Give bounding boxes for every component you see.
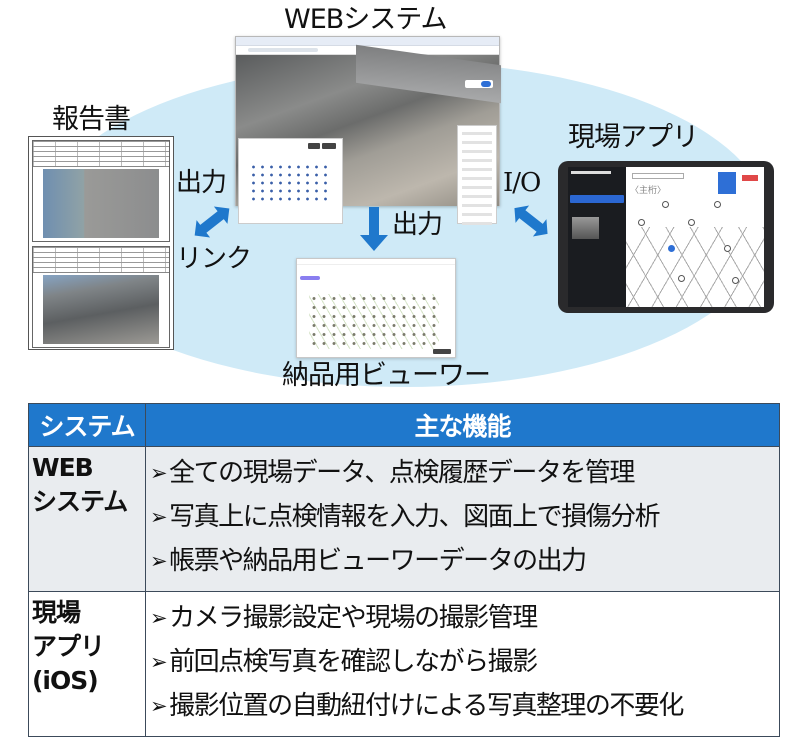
arrow-bullet-icon: ➢ — [150, 461, 168, 485]
table-row-web-system: WEB システム ➢全ての現場データ、点検履歴データを管理 ➢写真上に点検情報を… — [28, 446, 780, 592]
system-name-line: アプリ — [32, 632, 105, 661]
table-row-field-app: 現場 アプリ (iOS) ➢カメラ撮影設定や現場の撮影管理 ➢前回点検写真を確認… — [28, 591, 780, 737]
report-page-2 — [32, 246, 170, 348]
double-arrow-icon — [194, 206, 230, 238]
output-label-center: 出力 — [392, 210, 443, 240]
double-arrow-icon — [514, 205, 548, 237]
web-system-title: WEBシステム — [284, 4, 447, 35]
output-label-left: 出力 — [176, 168, 227, 198]
feature-item: ➢カメラ撮影設定や現場の撮影管理 — [150, 596, 779, 640]
feature-item: ➢帳票や納品用ビューワーデータの出力 — [150, 539, 779, 583]
blue-button-icon — [718, 172, 736, 194]
photo-thumbnail — [572, 217, 599, 239]
link-label-left: リンク — [176, 244, 252, 274]
feature-item: ➢撮影位置の自動紐付けによる写真整理の不要化 — [150, 684, 779, 728]
feature-item: ➢全ての現場データ、点検履歴データを管理 — [150, 451, 779, 495]
browser-tab-bar — [236, 37, 499, 46]
viewer-title: 納品用ビューワー — [282, 360, 491, 391]
system-name-line: WEB — [32, 453, 94, 482]
down-arrow-icon — [360, 207, 388, 251]
header-features: 主な機能 — [145, 403, 780, 447]
io-label-right: I/O — [503, 168, 541, 198]
arrow-bullet-icon: ➢ — [150, 505, 168, 529]
arrow-bullet-icon: ➢ — [150, 606, 168, 630]
system-diagram: WEBシステム 報告書 — [28, 4, 774, 391]
dropdown-icon — [632, 173, 684, 179]
system-name-line: システム — [32, 487, 128, 516]
features-cell: ➢カメラ撮影設定や現場の撮影管理 ➢前回点検写真を確認しながら撮影 ➢撮影位置の… — [145, 591, 780, 737]
feature-item: ➢写真上に点検情報を入力、図面上で損傷分析 — [150, 495, 779, 539]
tablet-device-image: 〈主桁〉 — [558, 161, 774, 313]
web-system-screenshot — [235, 36, 501, 225]
system-name-line: 現場 — [32, 598, 81, 627]
arrow-bullet-icon: ➢ — [150, 549, 168, 573]
main-girder-label: 〈主桁〉 — [630, 186, 667, 196]
tablet-sidebar — [568, 167, 626, 307]
arrow-bullet-icon: ➢ — [150, 650, 168, 674]
toggle-icon — [465, 80, 493, 88]
arrow-bullet-icon: ➢ — [150, 694, 168, 718]
system-name-cell: WEB システム — [28, 446, 146, 592]
system-name-cell: 現場 アプリ (iOS) — [28, 591, 146, 737]
features-cell: ➢全ての現場データ、点検履歴データを管理 ➢写真上に点検情報を入力、図面上で損傷… — [145, 446, 780, 592]
inspection-map-panel — [238, 138, 343, 224]
bridge-underside-photo — [236, 44, 501, 225]
function-table: システム 主な機能 WEB システム ➢全ての現場データ、点検履歴データを管理 … — [28, 403, 780, 737]
inspection-info-panel — [457, 125, 497, 225]
system-name-line: (iOS) — [32, 666, 99, 695]
header-system: システム — [28, 403, 146, 447]
viewer-screenshot — [296, 258, 456, 358]
report-document-image — [28, 136, 174, 350]
field-app-title: 現場アプリ — [568, 122, 699, 153]
tablet-screen: 〈主桁〉 — [568, 167, 764, 307]
red-button-icon — [742, 175, 758, 181]
report-page-1 — [32, 140, 170, 242]
tablet-drawing-area: 〈主桁〉 — [626, 167, 764, 307]
feature-item: ➢前回点検写真を確認しながら撮影 — [150, 640, 779, 684]
report-title: 報告書 — [52, 104, 131, 135]
